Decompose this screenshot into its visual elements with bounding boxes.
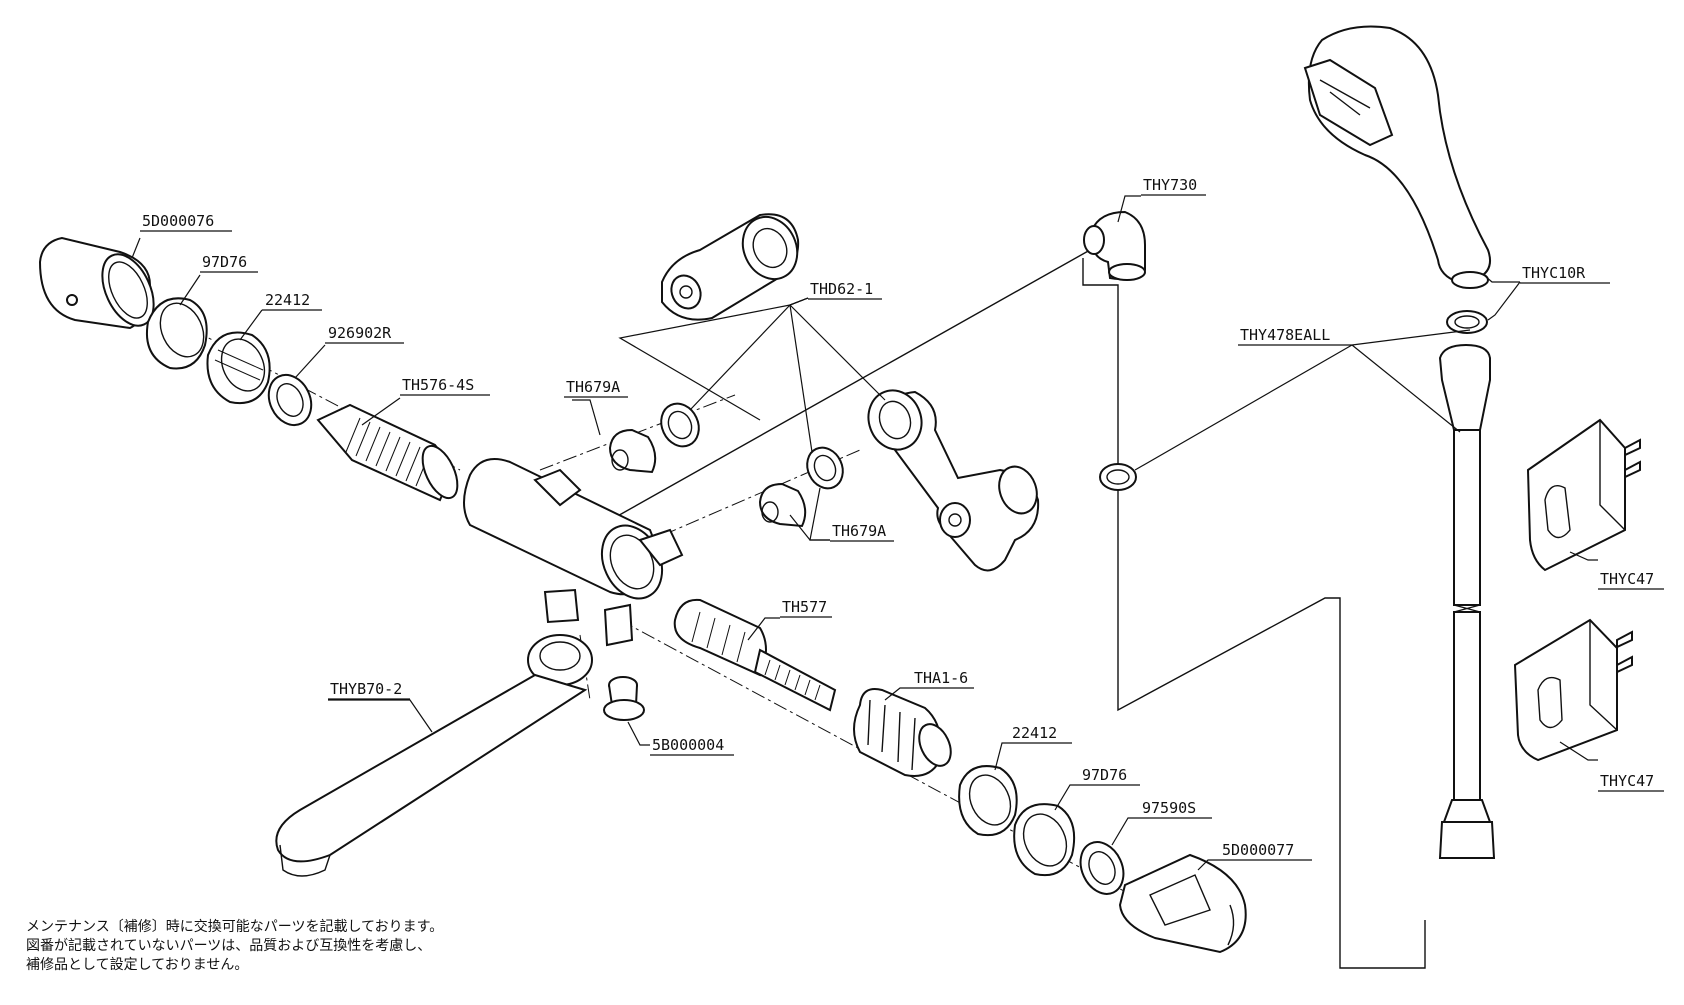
label-926902r: 926902R [328,324,392,342]
label-thd62-1: THD62-1 [810,280,873,298]
label-22412-left: 22412 [265,291,310,309]
check-valve-lower [758,482,807,528]
label-tha1-6: THA1-6 [914,669,968,687]
eccentric-union-lower [867,389,1040,572]
elbow-to-body-line [574,249,1091,541]
note-line-3: 補修品として設定しておりません。 [26,957,249,973]
label-thy730: THY730 [1143,176,1197,194]
spout [275,634,593,877]
nut-right [958,765,1018,837]
label-thyc47-lower: THYC47 [1600,772,1654,790]
shower-hook-upper [1526,418,1641,572]
leader-lines [131,195,1598,871]
shower-hook-lower [1513,618,1633,762]
hose-washer [1446,310,1488,334]
label-97590s: 97590S [1142,799,1196,817]
mixer-body [463,458,684,647]
label-5d000077: 5D000077 [1222,841,1294,859]
elbow-joint [1083,210,1146,281]
small-fitting [603,676,645,721]
switch-cartridge [673,598,837,712]
eccentric-union-upper [661,213,800,321]
label-th679a-lower: TH679A [832,522,886,540]
switch-valve-assembly [853,688,952,777]
pipe-route-line [1082,258,1426,969]
label-th576-4s: TH576-4S [402,376,474,394]
thermostat-cartridge [316,403,459,502]
shower-head [1303,25,1491,289]
label-th679a-upper: TH679A [566,378,620,396]
washer-lower [806,446,844,490]
label-thy478eall: THY478EALL [1240,326,1330,344]
temperature-handle [38,236,155,330]
label-th577: TH577 [782,598,827,616]
label-97d76-right: 97D76 [1082,766,1127,784]
label-thyc10r: THYC10R [1522,264,1586,282]
washer-pipe [1099,463,1137,491]
washer-upper [660,402,700,448]
label-22412-right: 22412 [1012,724,1057,742]
label-thyc47-upper: THYC47 [1600,570,1654,588]
label-thyb70-2: THYB70-2 [330,680,402,698]
label-5d000076: 5D000076 [142,212,214,230]
check-valve-upper [608,428,657,474]
note-line-1: メンテナンス〔補修〕時に交換可能なパーツを記載しております。 [26,919,444,935]
switch-handle [1118,853,1247,954]
maintenance-note: メンテナンス〔補修〕時に交換可能なパーツを記載しております。 図番が記載されてい… [26,918,626,975]
label-5b000004: 5B000004 [652,736,724,754]
part-labels: 5D000076 97D76 22412 926902R TH576-4S TH… [140,176,1664,861]
washer-left [267,373,313,427]
note-line-2: 図番が記載されていないパーツは、品質および互換性を考慮し、 [26,938,432,954]
cover-ring-right [1013,803,1076,877]
label-97d76-left: 97D76 [202,253,247,271]
shower-hose [1438,343,1496,859]
nut-left [206,331,271,404]
washer-right [1079,841,1125,895]
cover-ring [146,297,208,370]
